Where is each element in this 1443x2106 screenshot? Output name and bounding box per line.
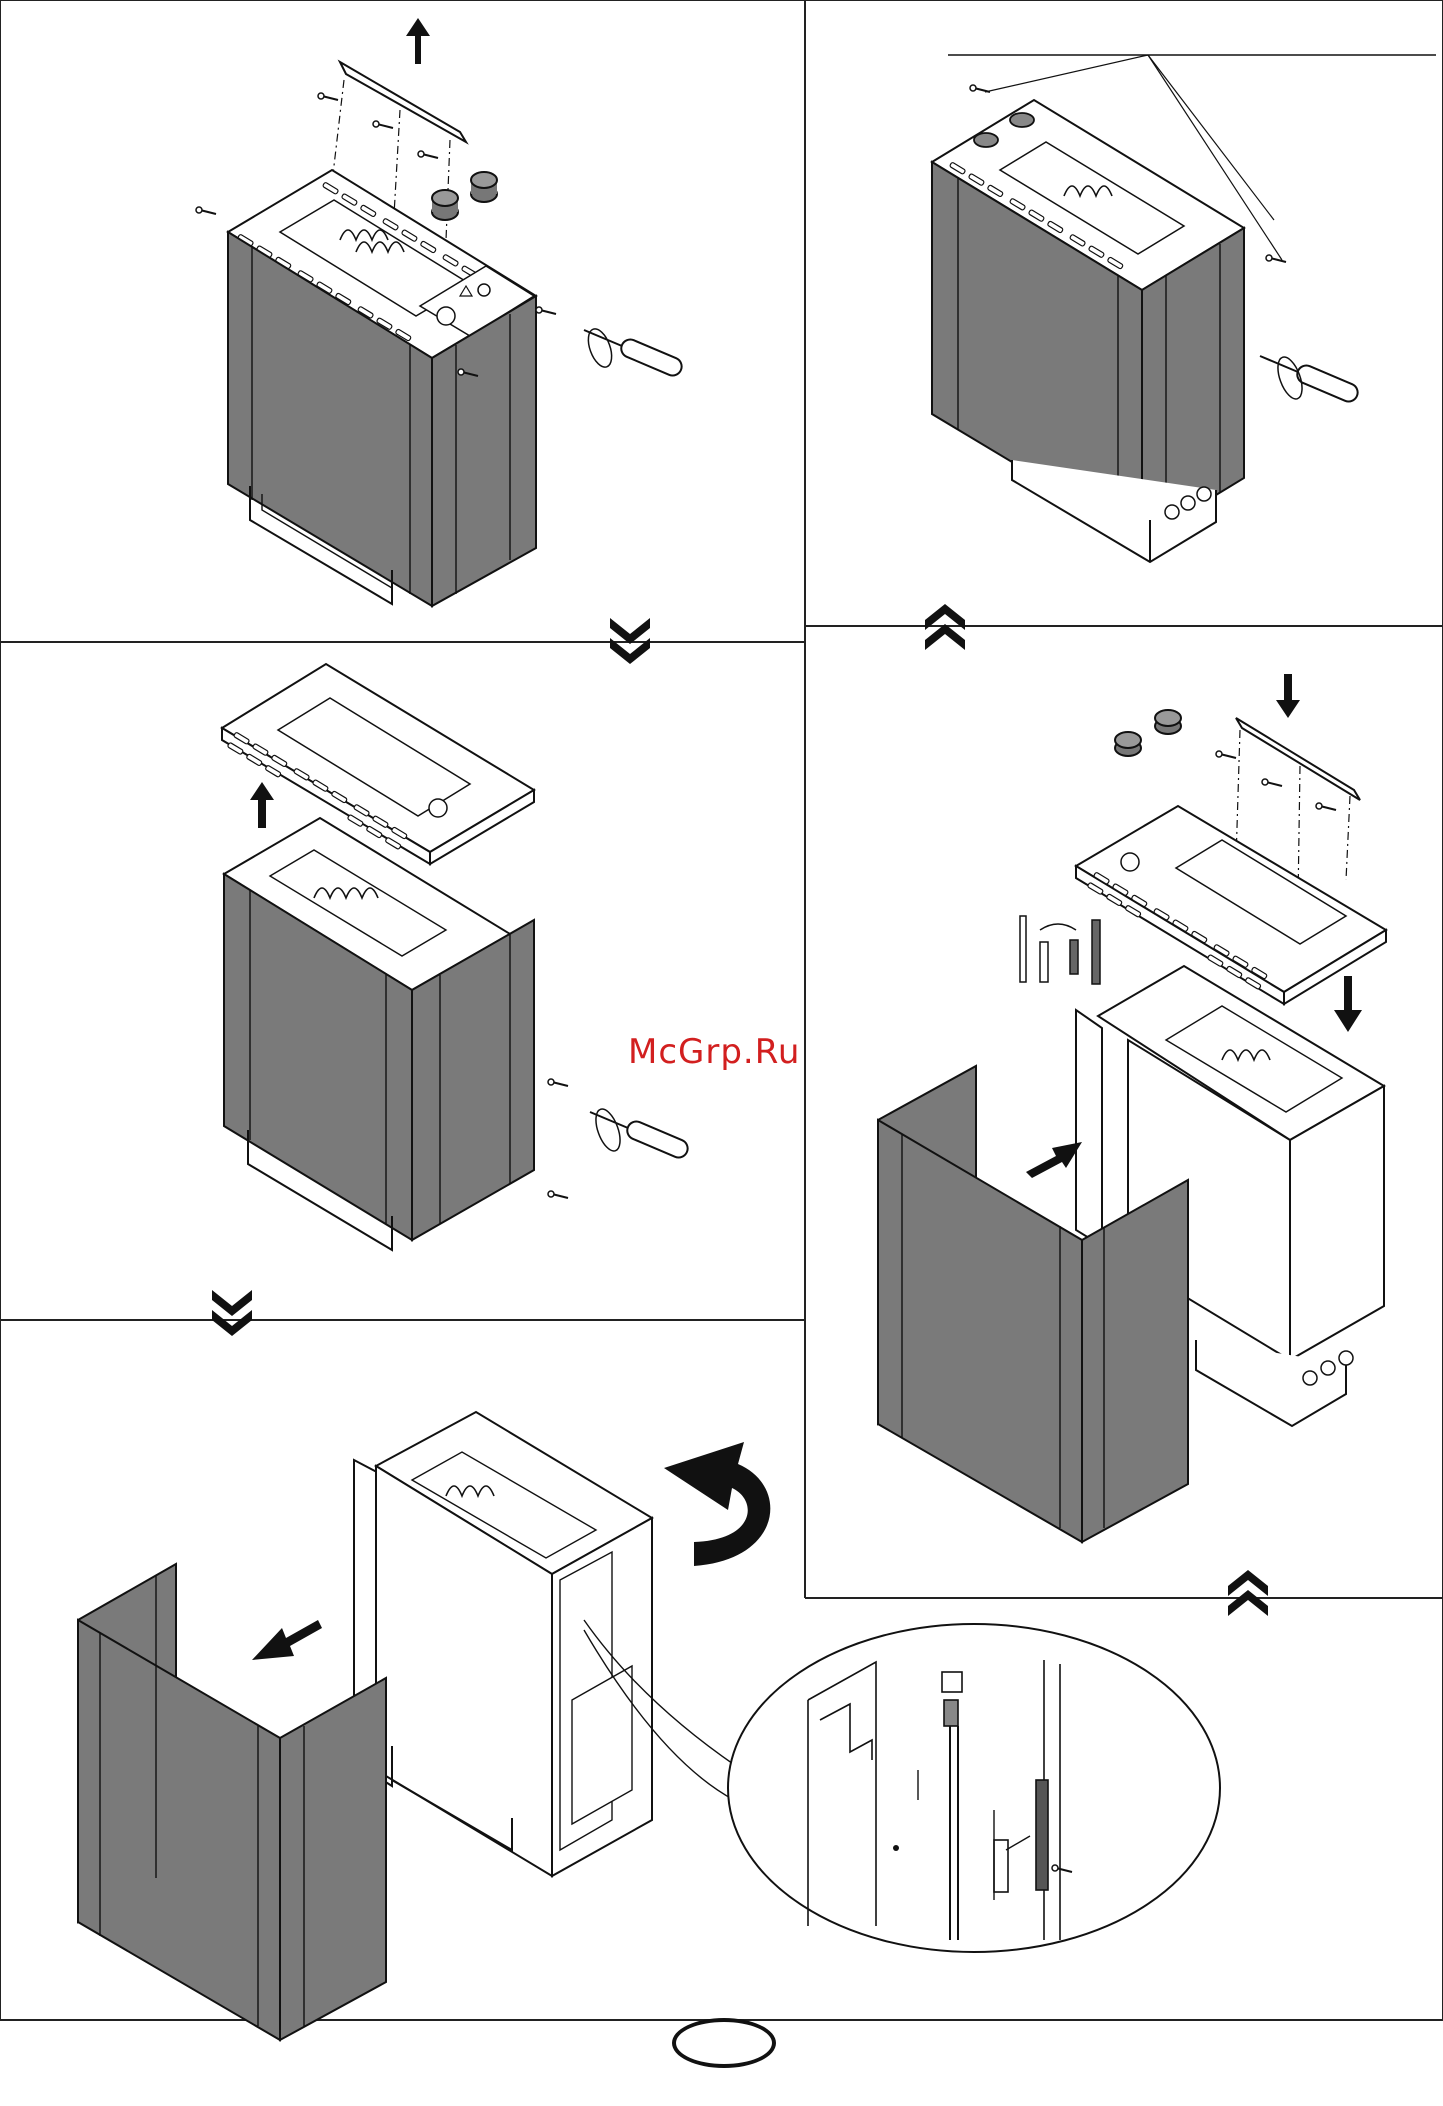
watermark-text: McGrp.Ru <box>628 1032 800 1072</box>
step-1-heater <box>196 18 684 606</box>
screw-icon <box>548 1079 568 1086</box>
step-3-heater <box>222 664 690 1250</box>
down-arrow-icon <box>1334 976 1362 1032</box>
screw-icon <box>1316 803 1336 810</box>
knob-icon <box>471 172 497 202</box>
screw-icon <box>548 1191 568 1198</box>
screwdriver-icon <box>590 1112 690 1160</box>
up-arrow-icon <box>250 782 274 828</box>
pull-arrow-icon <box>252 1620 322 1660</box>
knob-icon <box>432 190 458 220</box>
next-step-chevron-icon <box>212 1290 252 1336</box>
previous-step-chevron-icon <box>1228 1570 1268 1616</box>
down-arrow-icon <box>1276 674 1300 718</box>
screw-icon <box>1262 779 1282 786</box>
hinge-detail-icon <box>728 1624 1220 1952</box>
up-arrow-icon <box>406 18 430 64</box>
screw-icon <box>1266 255 1286 262</box>
rotate-arrow-icon <box>664 1442 770 1566</box>
step-4-heater <box>878 674 1386 1542</box>
screw-icon <box>418 151 438 158</box>
knob-icon <box>1115 710 1181 756</box>
screw-icon <box>1216 751 1236 758</box>
screw-icon <box>536 307 556 314</box>
step-2-heater <box>932 55 1436 562</box>
screwdriver-icon <box>584 330 684 378</box>
push-arrow-icon <box>1026 1142 1082 1178</box>
screw-icon <box>318 93 338 100</box>
page-number-oval <box>672 2018 776 2068</box>
cover-plate <box>340 62 466 142</box>
screw-icon <box>373 121 393 128</box>
hinge-pin-icon <box>1020 916 1100 984</box>
screw-icon <box>196 207 216 214</box>
screw-icon <box>970 85 990 92</box>
screwdriver-icon <box>1260 356 1360 404</box>
